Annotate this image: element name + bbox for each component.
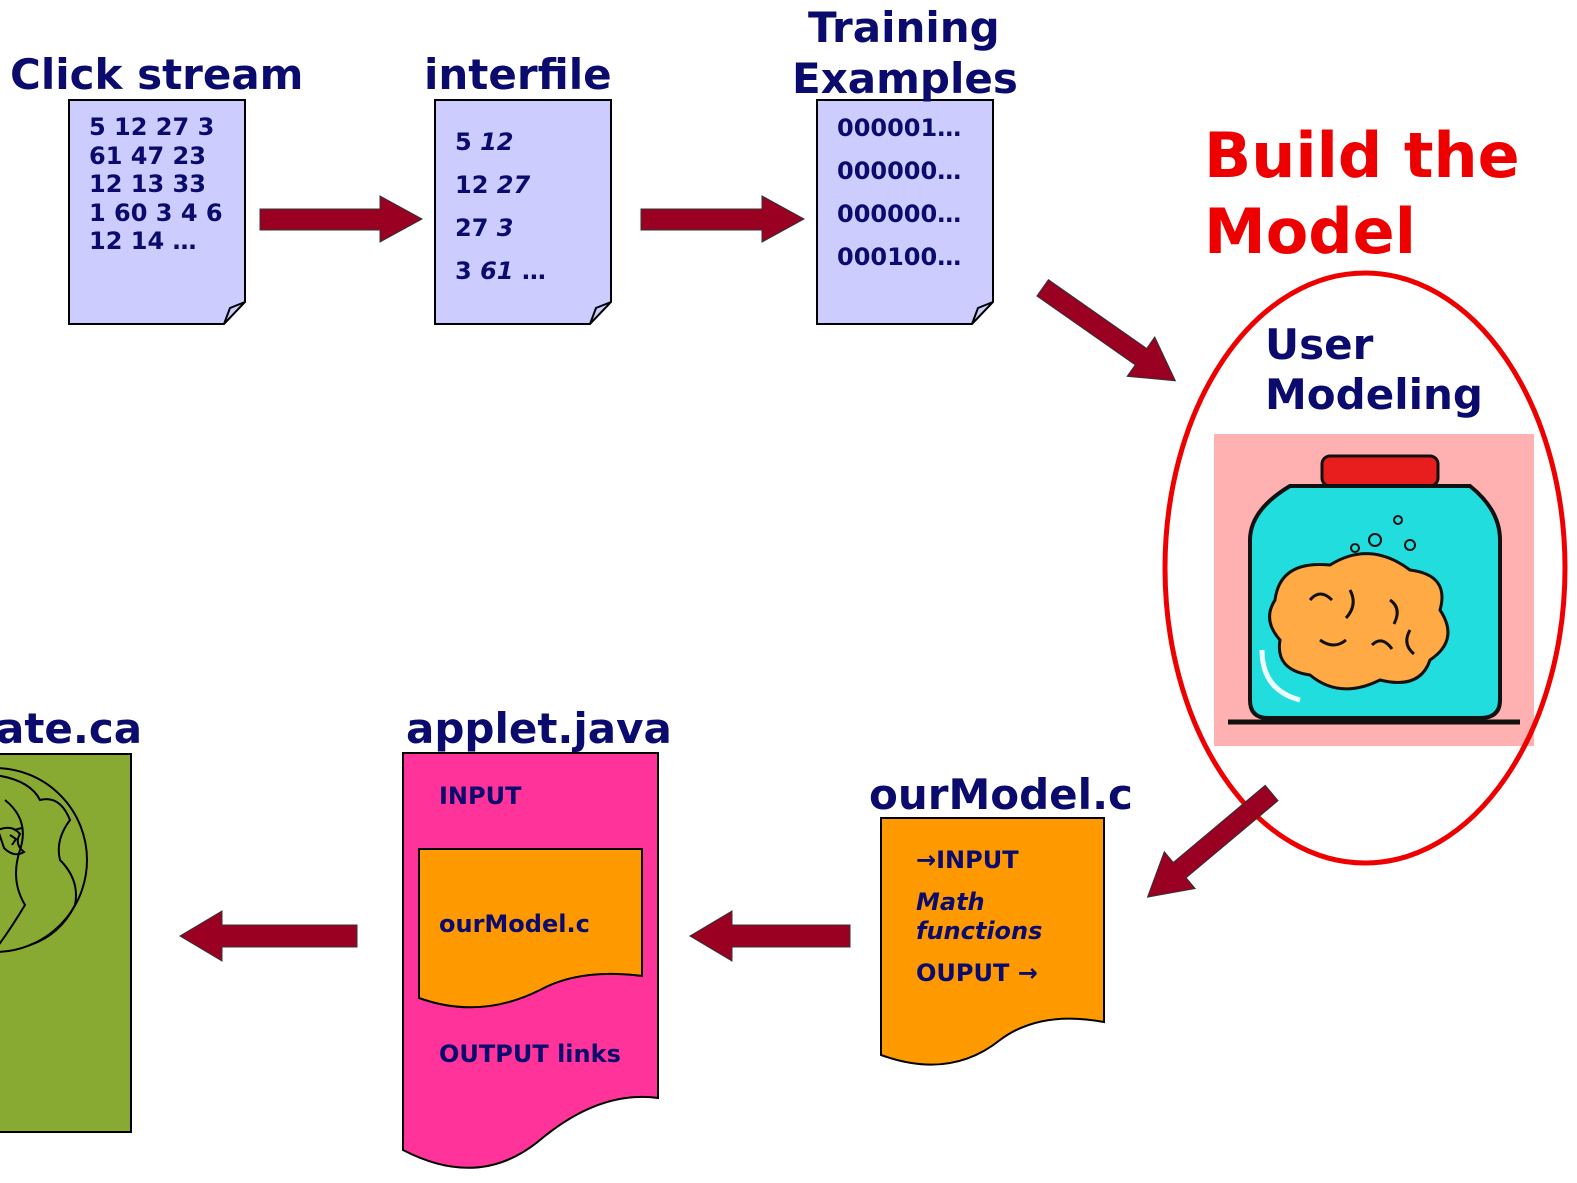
arrow-to-website [179, 910, 358, 962]
applet-inner-label: ourModel.c [439, 910, 590, 938]
ourmodel-math-line1: Math [916, 888, 985, 916]
applet-input: INPUT [439, 782, 522, 810]
clickstream-line: 12 13 33 [89, 170, 206, 198]
interfile-title: interfile [424, 50, 612, 99]
interfile-row: 5 12 [455, 128, 513, 156]
applet-title: applet.java [406, 704, 672, 753]
interfile-value: 27 [496, 171, 531, 199]
interfile-document [434, 99, 612, 325]
interfile-key: 27 [455, 214, 489, 242]
website-title: ate.ca [0, 704, 143, 753]
interfile-row: 27 3 [455, 214, 513, 242]
training-title-line1: Training [808, 3, 1000, 52]
ourmodel-math-line2: functions [916, 917, 1043, 945]
model-highlight-ellipse [1162, 270, 1568, 866]
training-line: 000001… [837, 114, 962, 142]
interfile-value: 12 [480, 128, 514, 156]
website-document [0, 753, 132, 1133]
globe-icon [0, 767, 88, 953]
ourmodel-document [880, 817, 1105, 1066]
interfile-row: 12 27 [455, 171, 530, 199]
clickstream-line: 61 47 23 [89, 141, 206, 170]
interfile-row: 3 61 … [455, 257, 546, 285]
clickstream-document [68, 99, 246, 325]
ourmodel-input: →INPUT [916, 846, 1019, 874]
clickstream-line: 1 60 3 4 6 [89, 198, 223, 227]
ourmodel-title: ourModel.c [869, 770, 1133, 819]
training-line: 000000… [837, 157, 962, 185]
arrow-to-model [1036, 278, 1177, 382]
clickstream-line: 5 12 27 3 [89, 113, 215, 141]
training-document [816, 99, 994, 325]
arrow-to-interfile [259, 195, 424, 243]
training-title-line2: Examples [792, 54, 1018, 103]
arrow-to-training [640, 195, 806, 243]
user-modeling-title-line2: Modeling [1265, 370, 1483, 419]
clickstream-content: 5 12 27 3 61 47 23 12 13 33 1 60 3 4 6 1… [89, 113, 223, 256]
clickstream-line: 12 14 … [89, 227, 197, 255]
clickstream-title: Click stream [10, 50, 304, 99]
interfile-key: 12 [455, 171, 489, 199]
build-model-heading: Build the Model [1204, 119, 1520, 268]
interfile-ellipsis: … [521, 257, 546, 285]
interfile-value: 3 [496, 214, 514, 242]
applet-output: OUTPUT links [439, 1040, 621, 1068]
ourmodel-output: OUPUT → [916, 959, 1038, 987]
brain-jar-icon [1214, 434, 1534, 746]
interfile-key: 3 [455, 257, 472, 285]
training-line: 000100… [837, 243, 962, 271]
applet-inner-document [418, 848, 643, 1009]
interfile-key: 5 [455, 128, 472, 156]
user-modeling-title-line1: User [1265, 320, 1374, 369]
arrow-to-applet [689, 910, 851, 962]
training-line: 000000… [837, 200, 962, 228]
interfile-value: 61 [480, 257, 514, 285]
arrow-to-ourmodel [1146, 784, 1279, 898]
